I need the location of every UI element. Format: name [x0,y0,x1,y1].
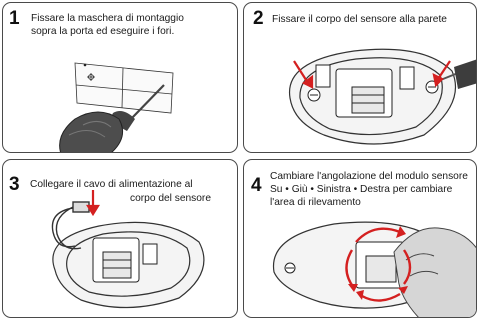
mounting-template [74,62,174,114]
step-number: 4 [251,175,262,196]
drilling-illustration [59,62,174,152]
sensor-module-icon [92,237,158,283]
step-text-line: sopra la porta ed eseguire i fori. [31,26,175,37]
step-1-panel: 1 Fissare la maschera di montaggio sopra… [2,2,238,153]
step-text-line: corpo del sensore [130,193,211,204]
template-holes-icon [83,63,95,81]
step-text-line: Su • Giù • Sinistra • Destra per cambiar… [270,184,453,195]
step-text-line: Cambiare l'angolazione del modulo sensor… [270,171,468,182]
adjust-angle-illustration [272,221,476,317]
sensor-module-icon [315,64,415,118]
screw-icon [284,262,296,274]
sensor-body-illustration [288,48,476,145]
step-number: 3 [9,174,20,195]
step-text-line: Fissare il corpo del sensore alla parete [272,14,447,25]
arrow-icon [86,190,100,217]
step-text-line: Collegare il cavo di alimentazione al [30,179,193,190]
hand-icon [393,227,476,317]
step-text-line: l'area di rilevamento [270,197,361,208]
step-number: 1 [9,8,20,29]
rotation-arrowheads-icon [348,226,408,300]
step-4-panel: 4 Cambiare l'angolazione del modulo sens… [243,159,477,318]
cable-connection-illustration [51,190,205,309]
step-2-panel: 2 Fissare il corpo del sensore alla pare… [243,2,477,153]
step-3-panel: 3 Collegare il cavo di alimentazione al … [2,159,238,318]
step-number: 2 [253,8,264,29]
step-text-line: Fissare la maschera di montaggio [31,13,184,24]
sensor-module-icon [355,241,405,289]
drill-icon [59,84,165,152]
arrow-icon [293,60,451,89]
